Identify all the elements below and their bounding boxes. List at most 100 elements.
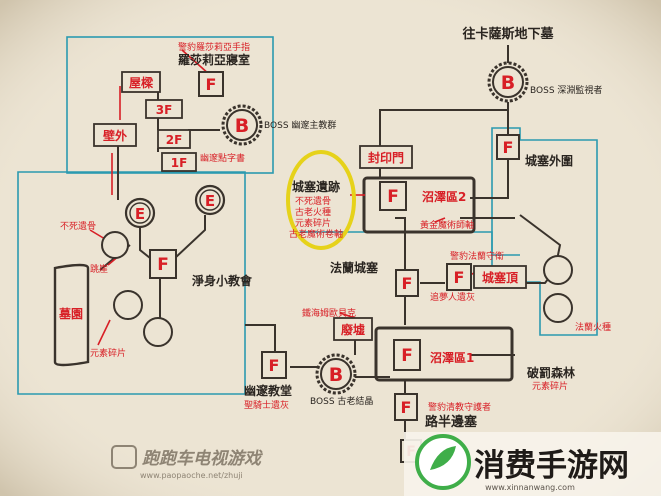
area-frames [53,176,514,382]
abyss-church-label: 幽邃教堂 [244,383,292,398]
junction-circle [543,293,573,323]
controller-icon [111,445,137,469]
junction-circles [101,231,573,347]
fortress-torch-label: 法蘭火種 [575,321,611,333]
rosaria-note: 警豹羅莎莉亞手指 [178,41,250,53]
ruins-item-2: 古老火種 [295,206,331,218]
swamp1-label: 沼澤區1 [430,350,474,365]
bonfire-rosaria[interactable]: F [198,71,224,97]
bonfire-abyss-church[interactable]: F [261,351,287,379]
knight-ash-label: 聖騎士遺灰 [244,399,289,411]
boss-ancient-label: BOSS 古老結晶 [310,395,373,407]
fortress-top-box [473,265,527,289]
red-route-shard [97,319,111,346]
site-watermark-text: 跑跑车电视游戏 [142,449,263,469]
seal-gate-box [359,145,413,169]
svg-text:F: F [157,255,169,275]
ruins-box [333,317,373,341]
area-church [17,171,246,395]
svg-text:E: E [205,192,215,210]
path-swamp2-city [395,217,406,270]
ruins-label: 廢墟 [341,322,365,337]
leaf-icon [430,446,456,470]
path-church-elev2 [174,215,206,259]
outer-wall-box [93,123,137,147]
swamp1-frame [374,326,514,382]
floor2-label: 2F [166,133,183,147]
site-watermark: 跑跑车电视游戏 www.paopaoche.net/zhuji [111,445,263,480]
map-labels: 往卡薩斯地下墓 警豹羅莎莉亞手指 羅莎莉亞寢室 BOSS 幽邃主教群 幽邃點字書… [58,26,611,430]
junction-circle [543,255,573,285]
labeled-boxes: 屋樑 3F 2F 1F 壁外 封印門 城塞頂 廢墟 [93,71,527,341]
ruins-highlight [286,150,356,250]
boss-abyss-label: BOSS 深淵監視者 [530,84,602,96]
badge-url: www.xinnanwang.com [485,483,575,492]
bonfire-swamp2[interactable]: F [379,181,407,211]
boss-abyss-node: B [501,72,515,94]
forest-shard-label: 元素碎片 [532,380,568,392]
swamp2-label: 沼澤區2 [422,189,466,204]
boss-gear-cathedral[interactable]: B [221,104,263,146]
elevator-left[interactable]: E [124,197,156,229]
svg-text:F: F [503,138,514,157]
svg-text:F: F [402,274,413,293]
ruins-item-3: 元素碎片 [295,217,331,229]
boss-ancient-node: B [329,364,343,386]
svg-text:F: F [401,398,412,417]
lake-note: 鐵海姆歐貝克 [302,307,356,319]
elevator-right[interactable]: E [194,184,226,216]
elevators: E E [124,184,226,229]
floor2-box [157,129,191,149]
roof-box [121,71,161,93]
boss-gear-abyss[interactable]: B [487,61,529,103]
bonfire-church[interactable]: F [149,249,177,279]
svg-text:E: E [135,205,145,223]
tomb-label: 墓園 [58,306,83,321]
site-watermark-url: www.paopaoche.net/zhuji [140,471,243,480]
pursuer-ash-label: 追夢人遺灰 [430,291,475,303]
floor3-label: 3F [156,103,173,117]
dark-forest-label: 破罰森林 [527,365,575,380]
fortress-city-label: 法蘭城塞 [330,260,379,275]
bonfire-road[interactable]: F [394,393,418,421]
floor1-label: 1F [171,156,188,170]
seal-gate-label: 封印門 [368,150,404,165]
undead-bone-label: 不死遺骨 [60,220,96,232]
top-exit-label: 往卡薩斯地下墓 [462,26,554,42]
boss-gears: B B B [221,61,529,395]
watcher-note: 警豹清教守護者 [428,401,491,413]
boss-cathedral-label: BOSS 幽邃主教群 [264,119,336,131]
element-shard-left: 元素碎片 [90,347,126,359]
bonfire-fortress-top[interactable]: F [446,263,472,291]
badge-watermark: 消费手游网 www.xinnanwang.com [404,432,661,496]
svg-text:F: F [401,346,413,366]
bonfire-fortress-outer[interactable]: F [496,134,520,160]
fortress-outer-label: 城塞外圍 [525,153,573,168]
outer-wall-label: 壁外 [103,128,127,143]
floor3-box [145,99,183,119]
road-fortress-label: 路半邊塞 [425,414,478,430]
ruins-title: 城塞遺跡 [292,179,340,194]
rosaria-room-label: 羅莎莉亞寢室 [178,52,250,67]
svg-text:F: F [269,356,280,375]
area-rosaria [66,36,274,174]
boss-gear-ancient[interactable]: B [315,353,357,395]
badge-title: 消费手游网 [474,448,629,484]
floor1-box [161,152,197,172]
golden-sorcery-label: 黃金魔術師軸 [420,219,474,231]
svg-text:F: F [454,268,465,287]
bonfire-swamp1[interactable]: F [393,339,421,371]
bonfire-fortress-city[interactable]: F [395,269,419,297]
junction-circle [101,231,129,259]
tomb-frame [53,263,90,367]
junction-circle [143,317,173,347]
swamp2-frame [362,176,476,234]
red-route-rosaria [181,49,211,76]
cathedral-key-label: 幽邃點字書 [200,152,245,164]
boss-cathedral-node: B [235,115,249,137]
svg-text:F: F [387,187,399,207]
path-outer-swamp [470,160,509,199]
purify-church-label: 淨身小教會 [191,273,253,288]
